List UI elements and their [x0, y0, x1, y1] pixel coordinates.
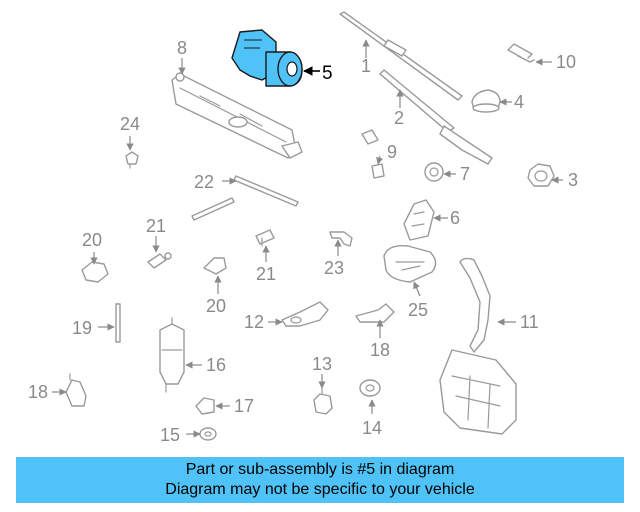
part-19-tube[interactable] — [115, 303, 121, 343]
callout-4: 4 — [514, 92, 524, 112]
callout-14: 14 — [362, 418, 382, 438]
part-20-nozzle-left[interactable] — [81, 255, 109, 283]
callout-19: 19 — [72, 318, 92, 338]
callout-8: 8 — [177, 38, 187, 58]
callout-3: 3 — [568, 170, 578, 190]
callout-22: 22 — [194, 172, 214, 192]
callout-12: 12 — [244, 312, 264, 332]
part-8-linkage-frame[interactable] — [171, 72, 303, 159]
callout-20-left: 20 — [82, 230, 102, 250]
callout-5: 5 — [322, 63, 333, 84]
part-15-grommet[interactable] — [199, 427, 217, 441]
callout-18-right: 18 — [370, 340, 390, 360]
part-2-wiper-arm[interactable] — [379, 69, 493, 165]
callout-24: 24 — [120, 114, 140, 134]
part-9-fittings[interactable] — [361, 129, 385, 179]
callout-18-left: 18 — [28, 382, 48, 402]
part-4-cap[interactable] — [471, 89, 501, 113]
callout-13: 13 — [312, 354, 332, 374]
part-6-bracket[interactable] — [403, 199, 435, 241]
part-3-nut[interactable] — [527, 163, 555, 187]
callout-15: 15 — [160, 425, 180, 445]
callout-6: 6 — [450, 208, 460, 228]
callout-23: 23 — [324, 258, 344, 278]
callout-numbers: 5 1 2 3 4 6 7 8 9 10 11 12 13 14 15 16 1… — [28, 38, 578, 445]
callout-25: 25 — [408, 300, 428, 320]
callout-21-left: 21 — [146, 216, 166, 236]
part-21-connector-left[interactable] — [147, 252, 172, 269]
part-18-hose-left[interactable] — [65, 373, 87, 407]
part-16-washer-pump[interactable] — [159, 317, 185, 393]
part-21-connector-right[interactable] — [255, 229, 275, 247]
part-14-grommet[interactable] — [359, 379, 381, 397]
leader-lines — [52, 39, 563, 438]
part-10-bracket[interactable] — [507, 43, 535, 63]
callout-20-right: 20 — [206, 296, 226, 316]
info-banner: Part or sub-assembly is #5 in diagram Di… — [16, 457, 624, 503]
callout-2: 2 — [394, 108, 404, 128]
part-13-sensor[interactable] — [313, 387, 333, 415]
banner-line-1: Part or sub-assembly is #5 in diagram — [185, 461, 455, 478]
callout-7: 7 — [460, 164, 470, 184]
part-5-wiper-motor[interactable] — [231, 29, 303, 87]
callout-10: 10 — [556, 52, 576, 72]
callout-9: 9 — [387, 142, 397, 162]
callout-11: 11 — [520, 312, 539, 332]
callout-1: 1 — [361, 56, 371, 76]
part-25-bracket[interactable] — [383, 245, 437, 283]
part-24-clip[interactable] — [125, 151, 139, 169]
part-12-gasket[interactable] — [281, 301, 329, 327]
parts-diagram: 5 1 2 3 4 6 7 8 9 10 11 12 13 14 15 16 1… — [28, 11, 578, 445]
callout-21-right: 21 — [256, 264, 276, 284]
banner-line-2: Diagram may not be specific to your vehi… — [165, 481, 475, 498]
part-20-nozzle-right[interactable] — [203, 257, 227, 275]
part-7-grommet[interactable] — [424, 162, 444, 182]
callout-17: 17 — [234, 396, 254, 416]
part-11-washer-reservoir[interactable] — [439, 257, 517, 435]
callout-16: 16 — [206, 355, 226, 375]
part-18-hose-right[interactable] — [355, 303, 395, 323]
part-17-grommet[interactable] — [195, 397, 215, 415]
part-1-wiper-blade[interactable] — [339, 11, 463, 101]
part-23-fitting[interactable] — [329, 231, 353, 247]
